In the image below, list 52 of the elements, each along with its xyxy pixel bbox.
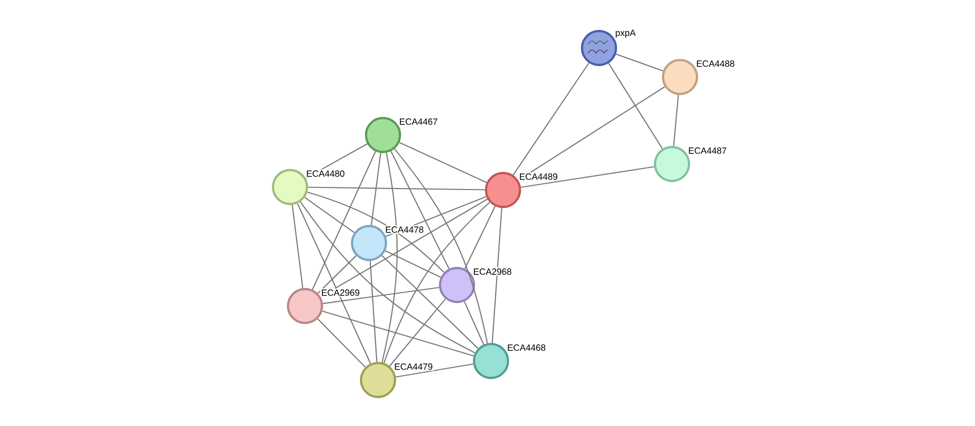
interaction-line: [292, 204, 304, 288]
interaction-line: [399, 142, 487, 183]
protein-structure-node: [580, 30, 618, 66]
interaction-line: [370, 152, 382, 226]
interaction-line: [312, 151, 376, 290]
interaction-line: [608, 63, 663, 149]
node-label: ECA2968: [472, 267, 513, 276]
interaction-line: [382, 255, 478, 349]
interaction-line: [322, 286, 440, 304]
interaction-line: [370, 261, 378, 362]
interaction-line: [322, 310, 474, 356]
interaction-line: [520, 166, 654, 188]
protein-node: [350, 224, 388, 262]
protein-node: [472, 342, 510, 380]
interaction-line: [383, 202, 490, 364]
node-label: ECA2969: [320, 288, 361, 297]
interaction-line: [464, 206, 496, 269]
interaction-line: [300, 201, 476, 354]
interaction-line: [464, 301, 484, 345]
protein-node: [438, 266, 476, 304]
interaction-line: [318, 255, 356, 294]
interaction-line: [308, 186, 485, 190]
protein-node: [654, 146, 690, 182]
protein-node: [272, 168, 308, 206]
node-label: ECA4467: [398, 117, 439, 126]
interaction-line: [390, 151, 450, 270]
interaction-line: [382, 152, 398, 362]
node-label: ECA4480: [305, 169, 346, 178]
protein-node: [662, 58, 698, 96]
node-label: ECA4489: [518, 172, 559, 181]
interaction-line: [616, 54, 664, 72]
node-label: ECA4468: [506, 343, 547, 352]
interaction-line: [389, 298, 446, 366]
interaction-line: [512, 62, 590, 176]
protein-node: [484, 172, 522, 208]
node-label: ECA4479: [393, 362, 434, 371]
interaction-line: [394, 148, 488, 344]
node-label: pxpA: [614, 28, 637, 39]
protein-node: [286, 288, 324, 324]
interaction-line: [307, 192, 444, 273]
interaction-line: [396, 363, 474, 378]
interaction-line: [385, 250, 441, 278]
node-label: ECA4478: [384, 225, 425, 234]
node-label: ECA4487: [687, 146, 728, 155]
interaction-line: [317, 318, 366, 368]
protein-node: [364, 116, 402, 154]
interaction-line: [304, 197, 355, 233]
interaction-line: [673, 94, 679, 146]
node-label: ECA4488: [695, 59, 736, 68]
protein-node: [360, 362, 396, 398]
interaction-line: [492, 208, 502, 343]
interaction-line: [297, 203, 371, 364]
